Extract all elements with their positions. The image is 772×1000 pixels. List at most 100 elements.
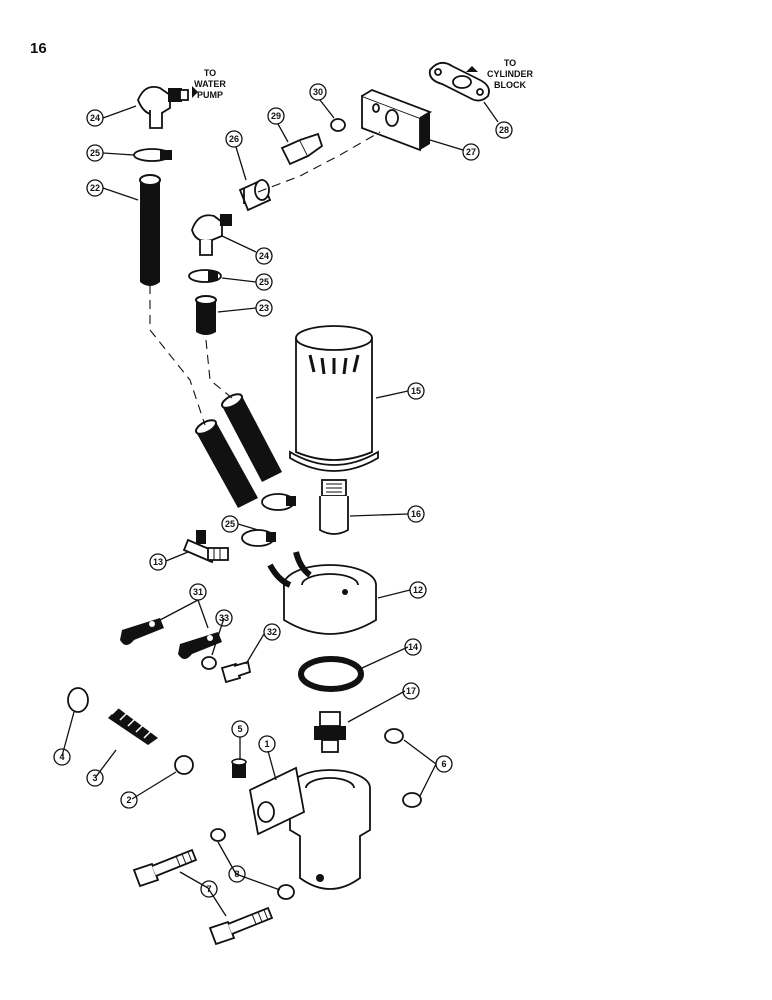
svg-text:25: 25 bbox=[90, 148, 100, 158]
callout-3: 3 bbox=[86, 769, 104, 787]
short-hose bbox=[195, 295, 217, 335]
washer-6a bbox=[384, 728, 404, 744]
svg-text:25: 25 bbox=[225, 519, 235, 529]
washer-8b bbox=[277, 884, 295, 900]
svg-text:5: 5 bbox=[237, 724, 242, 734]
svg-text:24: 24 bbox=[90, 113, 100, 123]
callout-31: 31 bbox=[189, 583, 207, 601]
hose-clamp-top bbox=[133, 148, 172, 162]
arrow-water-pump bbox=[192, 86, 198, 98]
svg-text:32: 32 bbox=[267, 627, 277, 637]
callout-5: 5 bbox=[231, 720, 249, 738]
tee-fitting bbox=[182, 530, 229, 564]
oil-filter bbox=[289, 325, 379, 472]
callout-23: 23 bbox=[255, 299, 273, 317]
hose-clamp-lower-a bbox=[261, 493, 296, 511]
threaded-nipple bbox=[319, 479, 349, 535]
clip-bracket-a bbox=[120, 618, 164, 645]
callout-32: 32 bbox=[263, 623, 281, 641]
svg-text:8: 8 bbox=[234, 869, 239, 879]
oil-cooler-housing bbox=[267, 551, 377, 635]
callout-2: 2 bbox=[120, 791, 138, 809]
callout-26: 26 bbox=[225, 130, 243, 148]
svg-text:22: 22 bbox=[90, 183, 100, 193]
svg-text:1: 1 bbox=[264, 739, 269, 749]
lock-washer-33 bbox=[201, 656, 217, 670]
flange-plate bbox=[361, 89, 433, 152]
svg-text:3: 3 bbox=[92, 773, 97, 783]
svg-text:33: 33 bbox=[219, 613, 229, 623]
pipe-plug bbox=[231, 758, 247, 778]
filter-base-housing bbox=[248, 766, 371, 890]
callout-27: 27 bbox=[462, 143, 480, 161]
callout-28: 28 bbox=[495, 121, 513, 139]
hose-clamp-lower-b bbox=[241, 529, 276, 547]
callout-14: 14 bbox=[404, 638, 422, 656]
lock-washer-30 bbox=[330, 118, 346, 132]
callout-24a: 24 bbox=[86, 109, 104, 127]
bolt-32 bbox=[220, 660, 252, 684]
leader-lines bbox=[61, 99, 499, 917]
callout-16: 16 bbox=[407, 505, 425, 523]
svg-text:7: 7 bbox=[206, 884, 211, 894]
note-cylinder-l1: TO bbox=[504, 58, 516, 68]
bolt-7b bbox=[208, 906, 274, 946]
callout-13: 13 bbox=[149, 553, 167, 571]
callout-33: 33 bbox=[215, 609, 233, 627]
callout-7: 7 bbox=[200, 880, 218, 898]
callout-25b: 25 bbox=[255, 273, 273, 291]
bolt-29 bbox=[280, 132, 324, 166]
sealing-ring bbox=[298, 656, 364, 692]
washer-8a bbox=[210, 828, 226, 842]
svg-text:25: 25 bbox=[259, 277, 269, 287]
hose-clamp-mid bbox=[188, 269, 222, 283]
adapter-fitting bbox=[238, 178, 272, 212]
callout-4: 4 bbox=[53, 748, 71, 766]
elbow-fitting-top bbox=[137, 85, 189, 129]
clip-bracket-b bbox=[178, 632, 222, 659]
svg-text:23: 23 bbox=[259, 303, 269, 313]
svg-text:27: 27 bbox=[466, 147, 476, 157]
page-number: 16 bbox=[30, 40, 47, 57]
svg-text:31: 31 bbox=[193, 587, 203, 597]
callout-17: 17 bbox=[402, 682, 420, 700]
callout-29: 29 bbox=[267, 107, 285, 125]
svg-text:28: 28 bbox=[499, 125, 509, 135]
note-cylinder-l2: CYLINDER bbox=[487, 69, 534, 79]
washer-6b bbox=[402, 792, 422, 808]
note-water-pump-l1: TO bbox=[204, 68, 216, 78]
callout-12: 12 bbox=[409, 581, 427, 599]
svg-text:24: 24 bbox=[259, 251, 269, 261]
gasket-28 bbox=[428, 61, 490, 102]
svg-text:15: 15 bbox=[411, 386, 421, 396]
svg-text:30: 30 bbox=[313, 87, 323, 97]
note-water-pump-l2: WATER bbox=[194, 79, 226, 89]
svg-text:29: 29 bbox=[271, 111, 281, 121]
callout-6: 6 bbox=[435, 755, 453, 773]
svg-text:16: 16 bbox=[411, 509, 421, 519]
assembly-lines bbox=[149, 131, 381, 426]
callout-25a: 25 bbox=[86, 144, 104, 162]
arrow-cylinder-block bbox=[466, 66, 478, 72]
check-ball bbox=[174, 755, 194, 775]
svg-text:14: 14 bbox=[408, 642, 418, 652]
long-hose bbox=[139, 174, 161, 286]
note-water-pump-l3: PUMP bbox=[197, 90, 223, 100]
callout-1: 1 bbox=[258, 735, 276, 753]
coil-spring bbox=[108, 703, 158, 745]
callout-15: 15 bbox=[407, 382, 425, 400]
callout-24b: 24 bbox=[255, 247, 273, 265]
svg-text:6: 6 bbox=[441, 759, 446, 769]
callout-8: 8 bbox=[228, 865, 246, 883]
callout-25c: 25 bbox=[221, 515, 239, 533]
svg-text:4: 4 bbox=[59, 752, 64, 762]
bolt-7a bbox=[132, 848, 198, 888]
note-cylinder-l3: BLOCK bbox=[494, 80, 526, 90]
svg-text:26: 26 bbox=[229, 134, 239, 144]
svg-text:17: 17 bbox=[406, 686, 416, 696]
plug-cap bbox=[67, 687, 89, 713]
svg-text:12: 12 bbox=[413, 585, 423, 595]
svg-text:13: 13 bbox=[153, 557, 163, 567]
callout-30: 30 bbox=[309, 83, 327, 101]
